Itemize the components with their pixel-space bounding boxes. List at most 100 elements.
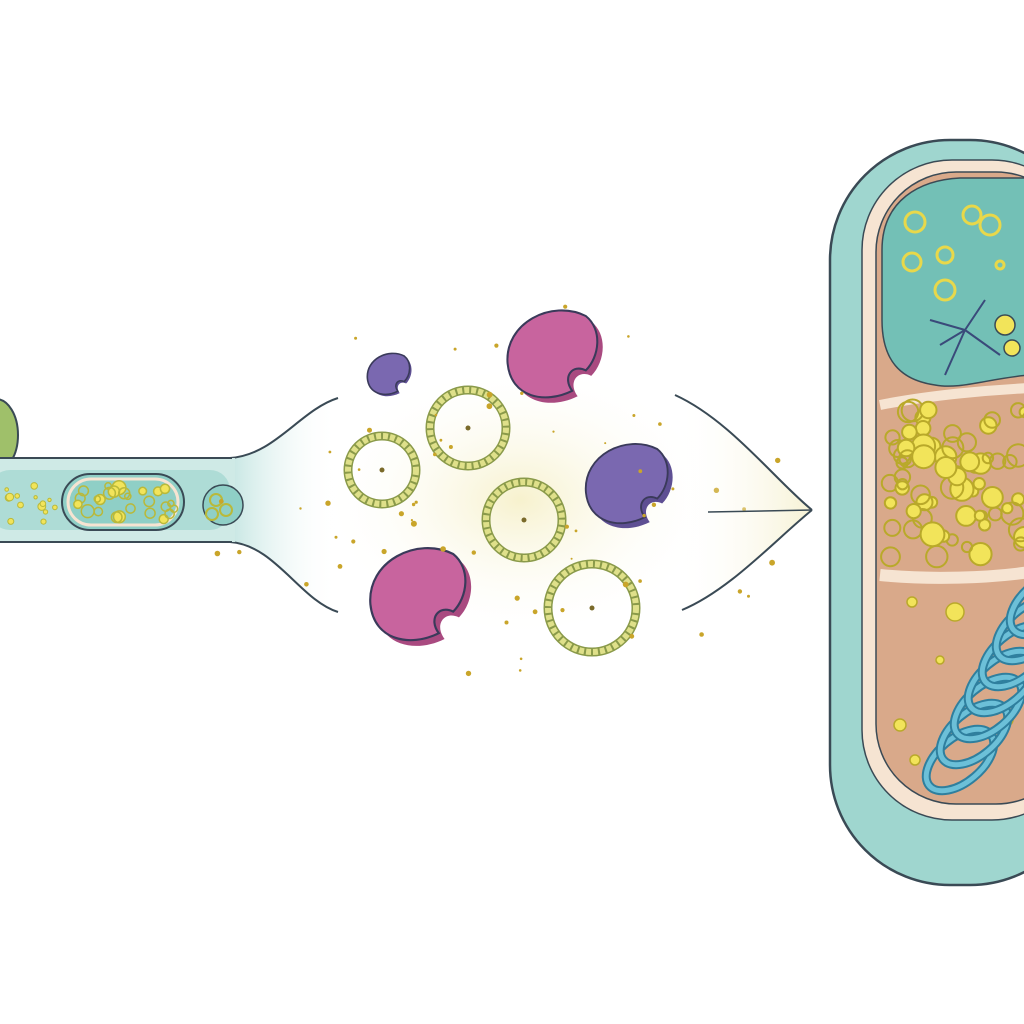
tube-vesicle	[14, 493, 21, 499]
tube-vesicle	[47, 497, 52, 503]
stem-bulb	[0, 398, 19, 472]
cytoplasm-vesicle	[919, 400, 938, 420]
particle-dot	[642, 513, 646, 518]
particle-dot	[769, 559, 775, 566]
cytoplasm-vesicle	[934, 456, 958, 479]
cytoplasm-vesicle	[883, 518, 902, 537]
nucleus-vesicle	[978, 213, 1002, 237]
plasmid-rings	[343, 385, 641, 657]
cell-vesicles	[880, 204, 1024, 766]
tube-vesicle	[144, 507, 156, 519]
tube-vesicle	[39, 500, 47, 508]
particle-dot	[699, 632, 704, 637]
particle-dot	[574, 529, 578, 533]
particle-dot	[504, 620, 509, 625]
cytoplasm-vesicle	[943, 424, 962, 443]
tube-vesicle	[110, 511, 123, 524]
particle-dot	[563, 304, 568, 309]
tube-vesicle	[117, 487, 131, 500]
plasmid-ring-beads	[483, 479, 565, 561]
particle-dot	[465, 670, 472, 677]
cytoplasm-vesicle	[910, 484, 931, 506]
particle-dot	[448, 445, 453, 449]
funnel-fill	[675, 395, 812, 610]
transport-tube	[0, 397, 339, 613]
cytoplasm-vesicle	[945, 602, 965, 622]
cytoplasm-vesicle	[1002, 454, 1018, 470]
particle-dot	[560, 608, 565, 613]
nucleus-vesicle	[901, 251, 923, 273]
tube-vesicle	[219, 503, 233, 517]
cytoplasm-vesicle	[909, 754, 921, 766]
particle-dot	[325, 500, 331, 506]
particle-dot	[434, 413, 438, 417]
plasmid-ring-center	[521, 517, 527, 523]
particle-dot	[629, 633, 635, 639]
plasmid-ring-beads	[345, 433, 419, 507]
plasmid-ring-center	[589, 605, 595, 611]
particle-dot	[398, 511, 404, 517]
particle-dot	[411, 502, 416, 507]
tube-vesicle	[104, 482, 113, 490]
cytoplasm-vesicle	[906, 596, 918, 608]
cytoplasm-vesicle	[893, 718, 907, 732]
cell-divider-upper	[879, 383, 1024, 410]
particle-dot	[486, 391, 493, 398]
cytoplasm-vesicle	[919, 521, 946, 548]
nucleus-vesicle	[933, 278, 957, 302]
particle-dot	[381, 548, 387, 555]
particle-dot	[439, 438, 443, 442]
particle-dot	[532, 609, 538, 615]
particle-dot	[410, 520, 417, 527]
particle-dot	[237, 549, 242, 555]
particle-dot	[552, 430, 555, 433]
cytoplasm-vesicle	[883, 496, 898, 510]
funnel-line-top	[674, 394, 813, 511]
tube-vesicle	[102, 486, 117, 500]
nucleus-vesicle	[935, 245, 955, 265]
tube-vesicle	[164, 508, 175, 520]
particle-dot	[494, 343, 499, 348]
particle-dot	[604, 442, 607, 445]
tube-vesicle	[73, 499, 83, 510]
tube-vesicle	[158, 513, 169, 525]
plasmid-ring-beads	[427, 387, 509, 469]
particle-dot	[337, 564, 343, 569]
cytoplasm-vesicle	[988, 452, 1007, 470]
tube-vesicle	[17, 501, 24, 509]
particle-dot	[622, 581, 629, 588]
cytoplasm-vesicle	[959, 451, 981, 473]
tube-vesicle	[5, 492, 15, 502]
tube-funnel	[230, 398, 338, 612]
particle-dot	[414, 500, 418, 504]
tube-vesicle	[138, 486, 148, 496]
plasmid-ring-center	[465, 425, 471, 431]
particle-dot	[570, 557, 573, 560]
particle-dot	[334, 535, 338, 539]
cytoplasm-vesicle	[884, 429, 901, 446]
tube-vesicle	[33, 495, 38, 500]
particle-dot	[304, 582, 309, 587]
cytoplasm-vesicle	[905, 503, 922, 520]
cytoplasm-vesicle	[1007, 517, 1024, 543]
tube-vesicle	[123, 492, 132, 501]
particle-dot	[351, 539, 356, 544]
funnel-line-bottom	[681, 509, 813, 611]
cytoplasm-vesicle	[896, 400, 920, 424]
cytoplasm-vesicle	[960, 540, 974, 554]
tube-vesicle	[52, 504, 58, 511]
cytoplasm-vesicle	[914, 420, 932, 437]
tube-vesicle	[159, 483, 171, 495]
cytoplasm-vesicle	[955, 505, 977, 527]
ribosome-subunits	[366, 309, 673, 646]
particle-dot	[638, 579, 642, 583]
ribosome-right-purple	[584, 443, 673, 529]
tube-vesicle	[40, 518, 47, 525]
particle-dot	[658, 422, 662, 426]
particle-dot	[651, 502, 657, 507]
cytoplasm-vesicle	[880, 546, 901, 568]
tube-vesicles	[4, 480, 233, 525]
particle-dot	[514, 595, 520, 601]
